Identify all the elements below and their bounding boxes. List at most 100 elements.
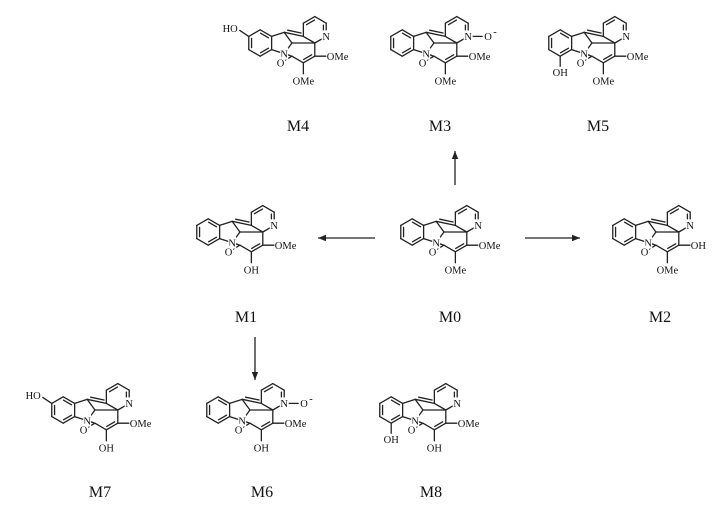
c5-substituent: OMe (293, 76, 315, 87)
ring-hydroxyl: HO (26, 391, 42, 402)
bond (249, 422, 263, 431)
bond (241, 398, 263, 405)
bond (239, 244, 253, 253)
bond-second (605, 19, 616, 26)
bond (291, 55, 305, 64)
label-m7: M7 (89, 484, 111, 501)
atom-mask (432, 236, 441, 249)
bond-second (669, 208, 680, 215)
atom-mask (321, 30, 331, 43)
bond-second (623, 221, 634, 228)
bond (259, 29, 273, 38)
bond (444, 15, 458, 24)
bond (117, 382, 130, 391)
bond (435, 220, 457, 227)
bond (548, 29, 561, 38)
bond (647, 220, 657, 233)
ho-bond (42, 396, 53, 405)
c10-hydroxyl: OH (553, 68, 569, 79)
indole-nitrogen: N (432, 238, 440, 249)
label-m6: M6 (251, 484, 273, 501)
bond (390, 29, 403, 38)
carbonyl-oxygen: O (277, 58, 285, 69)
bond (248, 29, 261, 38)
atom-mask (621, 30, 631, 43)
bond (62, 415, 76, 424)
bond-second (303, 54, 313, 61)
arrow-head (318, 234, 326, 242)
atom-mask (79, 423, 89, 436)
bond (443, 244, 457, 253)
carbonyl-oxygen: O (80, 425, 88, 436)
bond (250, 204, 264, 213)
bond (612, 237, 625, 246)
c5-substituent: OH (427, 443, 443, 454)
atom-mask (580, 47, 589, 60)
bond (86, 398, 96, 411)
indole-nitrogen: N (83, 416, 91, 427)
bond (218, 220, 233, 227)
bond (231, 220, 241, 233)
bond (401, 48, 415, 57)
bond (379, 396, 392, 405)
label-m1: M1 (235, 309, 257, 326)
c4-substituent: OH (691, 241, 707, 252)
bond-second (263, 386, 274, 393)
bond (634, 220, 649, 227)
bond-second (586, 29, 602, 34)
bond (548, 48, 561, 57)
bond-second (234, 218, 250, 223)
atom-mask (452, 397, 462, 410)
pyridine-nitrogen: N (322, 32, 330, 43)
n-oxide-oxygen: O (484, 32, 492, 43)
bond (414, 398, 424, 411)
bond (283, 31, 305, 38)
bond (412, 31, 427, 38)
bond (400, 237, 413, 246)
atom-mask (224, 245, 234, 258)
bond (73, 398, 88, 405)
bond (422, 220, 437, 227)
bond-second (411, 221, 422, 228)
bond-second (447, 19, 458, 26)
pyridine-nitrogen: N (280, 399, 288, 410)
bond (602, 15, 616, 24)
atom-mask (83, 414, 92, 427)
bond (272, 382, 285, 391)
atom-mask (411, 414, 420, 427)
bond (666, 244, 680, 253)
bond (390, 415, 404, 424)
bond-second (259, 47, 270, 54)
bond (454, 244, 468, 253)
bond (207, 218, 221, 227)
pyridine-nitrogen: N (464, 32, 472, 43)
bond (105, 402, 119, 411)
bond-second (457, 208, 468, 215)
bond (433, 55, 447, 64)
carbonyl-oxygen: O (577, 58, 585, 69)
bond-second (650, 218, 666, 223)
bond-second (559, 32, 570, 39)
label-m0: M0 (439, 309, 461, 326)
atom-mask (463, 30, 473, 43)
pyridine-nitrogen: N (474, 221, 482, 232)
bond (602, 35, 616, 44)
atom-mask (428, 245, 438, 258)
bond (559, 48, 573, 57)
bond (302, 55, 316, 64)
bond (414, 398, 436, 405)
pyridine-nitrogen: N (270, 221, 278, 232)
c4-substituent: OMe (285, 419, 307, 430)
ho-bond (239, 29, 250, 38)
indole-nitrogen: N (228, 238, 236, 249)
bond (94, 422, 108, 431)
pyridine-nitrogen: N (622, 32, 630, 43)
pyridine-nitrogen: N (686, 221, 694, 232)
atom-mask (234, 423, 244, 436)
bond (570, 31, 585, 38)
